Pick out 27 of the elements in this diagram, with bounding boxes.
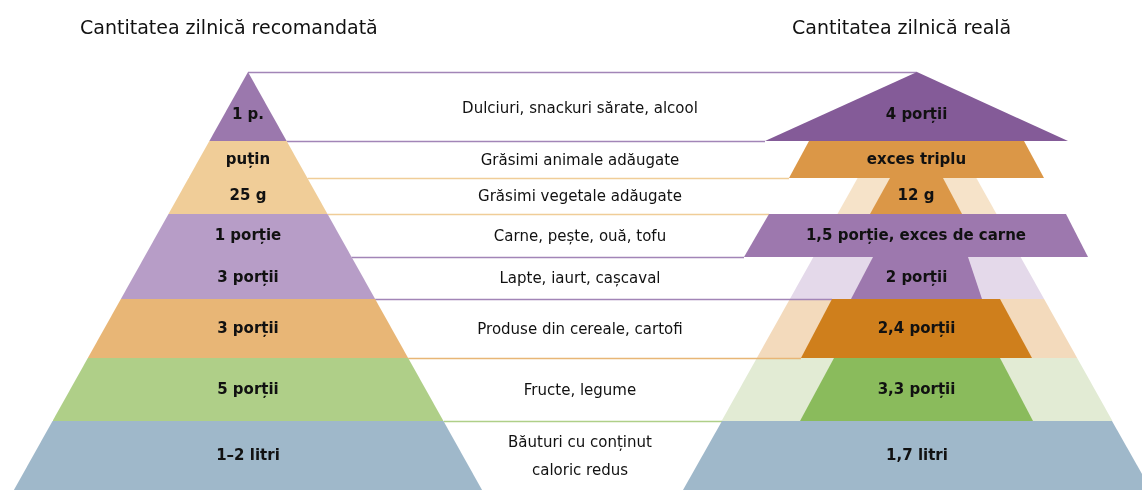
column-heading: Cantitatea zilnică recomandată	[80, 16, 378, 38]
portion-text: 5 porții	[216, 379, 280, 398]
portion-text: 1 porție	[213, 225, 283, 244]
food-group-label: Carne, pește, ouă, tofu	[492, 225, 668, 247]
portion-text: 3 porții	[216, 268, 280, 286]
food-group-label: Grăsimi animale adăugate	[479, 149, 681, 171]
food-group-label: Produse din cereale, cartofi	[476, 318, 684, 340]
food-group-label: Fructe, legume	[522, 379, 638, 401]
food-group-label: Băuturi cu conținut caloric redus	[507, 431, 653, 481]
portion-text: 2 porții	[884, 268, 949, 286]
portion-text: 3,3 porții	[876, 379, 957, 398]
food-group-label: Grăsimi vegetale adăugate	[477, 186, 683, 207]
food-group-label: Lapte, iaurt, cașcaval	[498, 268, 662, 289]
column-heading: Cantitatea zilnică reală	[792, 16, 1012, 38]
portion-text: exces triplu	[865, 149, 968, 168]
portion-text: 4 porții	[884, 104, 949, 123]
pyramid-layer	[683, 421, 1142, 490]
food-group-label: Dulciuri, snackuri sărate, alcool	[461, 98, 699, 119]
portion-text: puțin	[224, 149, 272, 168]
portion-text: 1,7 litri	[885, 445, 949, 464]
portion-text: 25 g	[228, 186, 268, 204]
portion-text: 1,5 porție, exces de carne	[804, 225, 1028, 244]
portion-text: 1 p.	[230, 104, 266, 123]
portion-text: 12 g	[896, 186, 936, 204]
portion-text: 2,4 porții	[876, 318, 957, 337]
portion-text: 3 porții	[216, 318, 280, 337]
portion-text: 1–2 litri	[215, 445, 281, 464]
